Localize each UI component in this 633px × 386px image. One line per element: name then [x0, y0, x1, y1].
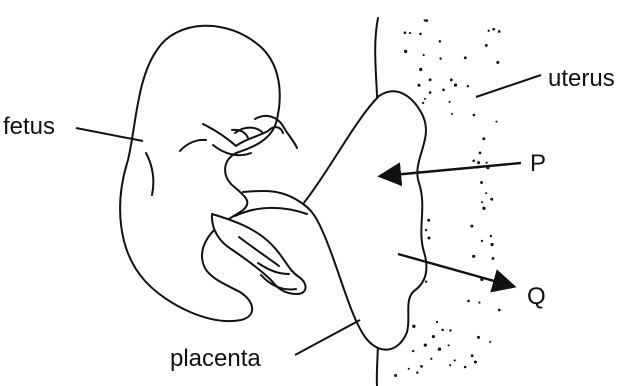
uterus-stipple-dot	[477, 161, 480, 164]
uterus-stipple-dot	[423, 54, 425, 56]
uterus-stipple-dot	[472, 160, 475, 163]
uterus-stipple-dot	[498, 30, 501, 33]
uterus-stipple-dot	[467, 300, 470, 303]
uterus-stipple-dot	[412, 350, 414, 352]
uterus-stipple-dot	[424, 19, 426, 21]
uterus-stipple-dot	[482, 207, 485, 210]
uterus-stipple-dot	[467, 85, 469, 87]
uterus-stipple-dot	[485, 44, 488, 47]
uterus-stipple-dot	[409, 32, 411, 34]
uterus-stipple-dot	[429, 78, 432, 81]
label-uterus: uterus	[548, 65, 615, 92]
uterus-stipple-dot	[481, 240, 483, 242]
uterus-stipple-dot	[427, 219, 430, 222]
uterus-stipple-dot	[436, 321, 438, 323]
uterus-stipple-dot	[425, 280, 427, 282]
placenta-leader-line	[295, 320, 360, 355]
uterus-stipple-dot	[448, 344, 450, 346]
uterus-stipple-dot	[470, 225, 473, 228]
placenta-shape	[303, 91, 426, 349]
uterus-stipple-dot	[471, 354, 474, 357]
uterus-stipple-dot	[449, 329, 451, 331]
fetus-body	[120, 26, 280, 321]
uterus-stipple-dot	[454, 84, 457, 87]
uterus-stipple-dot	[450, 78, 453, 81]
uterus-stipple-dot	[419, 68, 422, 71]
uterus-stipple-dot	[490, 235, 492, 237]
uterus-stipple-dot	[420, 365, 423, 368]
uterus-stipple-dot	[417, 84, 420, 87]
uterus-stipple-dot	[432, 335, 435, 338]
uterus-stipple-dot	[464, 366, 467, 369]
uterus-stipple-dot	[424, 343, 427, 346]
uterus-stipple-dot	[404, 50, 407, 53]
uterus-stipple-dot	[482, 137, 485, 140]
uterus-stipple-dot	[492, 28, 495, 31]
uterus-stipple-dot	[491, 243, 494, 246]
uterus-stipple-dot	[489, 341, 491, 343]
fetus-leg	[212, 214, 306, 294]
uterus-stipple-dot	[477, 336, 480, 339]
uterus-stipple-dot	[422, 102, 424, 104]
label-q: Q	[527, 283, 546, 310]
uterus-stipple-dot	[416, 371, 418, 373]
uterus-stipple-dot	[486, 162, 488, 164]
uterus-stipple-dot	[492, 257, 495, 260]
uterus-stipple-dot	[473, 114, 476, 117]
uterus-stipple-dot	[474, 361, 477, 364]
uterus-stipple-dot	[425, 229, 427, 231]
uterus-stipple-dot	[430, 358, 432, 360]
uterus-stipple-dot	[464, 56, 467, 59]
uterus-stipple-dot	[439, 57, 441, 59]
uterus-stipple-dot	[481, 201, 483, 203]
uterus-stipple-dot	[496, 61, 499, 64]
uterus-stipple-dot	[449, 364, 451, 366]
uterus-stipple-dot	[451, 113, 453, 115]
uterus-stipple-dot	[480, 181, 483, 184]
uterus-stipple-dot	[479, 152, 482, 155]
uterus-stipple-dot	[412, 325, 415, 328]
label-fetus: fetus	[3, 113, 55, 140]
uterus-stipple-dot	[419, 33, 422, 36]
uterus-stipple-dot	[449, 101, 451, 103]
uterus-stipple-dot	[472, 255, 475, 258]
uterus-stipple-dot	[454, 359, 456, 361]
uterus-leader-line	[476, 75, 541, 97]
uterus-stipple-dot	[394, 374, 397, 377]
uterus-stipple-dot	[404, 31, 407, 34]
label-p: P	[530, 150, 546, 177]
uterus-stipple-dot	[428, 237, 431, 240]
uterus-stipple-dot	[498, 309, 501, 312]
uterus-stipple-dot	[490, 198, 493, 201]
label-placenta: placenta	[170, 345, 261, 372]
uterus-stipple-dot	[408, 368, 410, 370]
uterus-stipple-dot	[424, 98, 426, 100]
uterus-stipple-dot	[438, 348, 441, 351]
uterus-stipple-dot	[441, 329, 444, 332]
uterus-stipple-dot	[495, 121, 497, 123]
uterus-stipple-dot	[442, 88, 445, 91]
uterus-stipple-dot	[478, 302, 480, 304]
uterus-stipple-dot	[485, 192, 487, 194]
uterus-stipple-dot	[439, 40, 442, 43]
uterus-stipple-dot	[429, 91, 432, 94]
uterus-stipple-dot	[488, 30, 490, 32]
